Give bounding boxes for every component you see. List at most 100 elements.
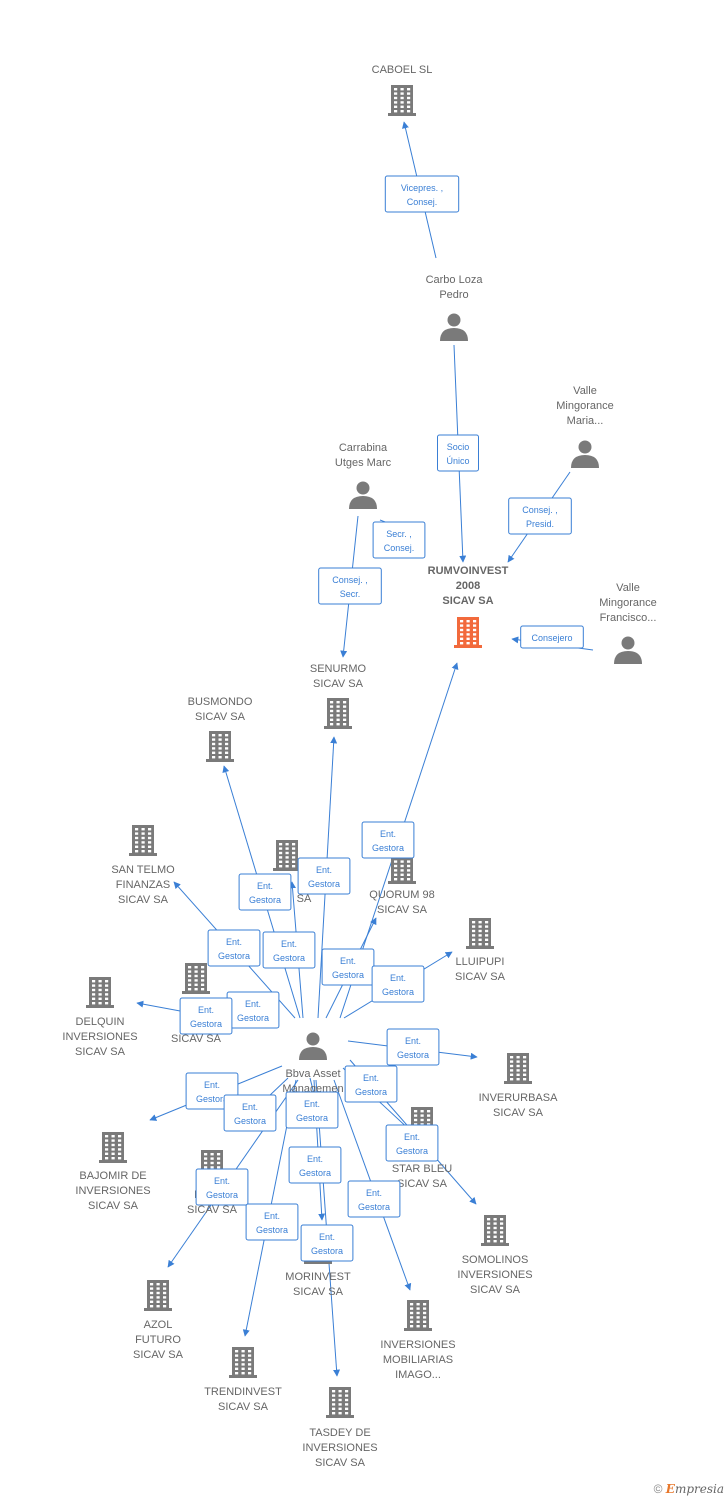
edge-label-bbva-bbva_hidden2[interactable]: Ent.Gestora (285, 1091, 339, 1129)
edge-label-valle_maria-rumvo[interactable]: Consej. ,Presid. (508, 497, 572, 535)
edge-label-bbva-senurmo[interactable]: Ent.Gestora (297, 857, 351, 895)
edge-label-carrabina-senurmo[interactable]: Consej. ,Secr. (318, 567, 382, 605)
edge-label-bbva-azol[interactable]: Ent.Gestora (195, 1168, 249, 1206)
edge-label-bbva-quorum[interactable]: Ent.Gestora (321, 948, 375, 986)
edge-label-bbva-starbleu[interactable]: Ent.Gestora (344, 1065, 398, 1103)
copyright-symbol: © (653, 1482, 663, 1496)
edge-label-bbva-inverurbasa[interactable]: Ent. Gestora (386, 1028, 440, 1066)
node-label: INVERSIONES (75, 1185, 150, 1197)
edge-label-text: Ent. (307, 1154, 323, 1164)
node-label: FUTURO (135, 1334, 181, 1346)
node-label: QUORUM 98 (369, 889, 434, 901)
edge-label-carbo-caboel[interactable]: Vicepres. ,Consej. (384, 175, 460, 213)
edge-label-text: Ent. (257, 881, 273, 891)
edge-label-bbva-rumvo[interactable]: Ent.Gestora (361, 821, 415, 859)
node-label: SICAV SA (455, 971, 506, 983)
building-icon (99, 1132, 127, 1163)
person-icon (614, 636, 642, 664)
building-icon (454, 617, 482, 648)
node-label: SICAV SA (293, 1286, 344, 1298)
edge-label-box (386, 1028, 440, 1066)
edge-label-text: Ent. (405, 1036, 421, 1046)
node-label: SICAV SA (313, 678, 364, 690)
edge-label-bbva-morinvest[interactable]: Ent. Gestora (288, 1146, 342, 1184)
edge-label-box (347, 1180, 401, 1218)
node-caboel[interactable]: CABOEL SL (372, 64, 433, 116)
edge-label-bbva-tasdey[interactable]: Ent.Gestora (300, 1224, 354, 1262)
brand-logo[interactable]: Empresia (665, 1482, 724, 1496)
node-label: DELQUIN (76, 1016, 125, 1028)
edge-label-text: Ent. (214, 1176, 230, 1186)
building-icon (144, 1280, 172, 1311)
node-invmob[interactable]: INVERSIONESMOBILIARIASIMAGO... (380, 1300, 456, 1381)
edge-label-bbva-somolinos[interactable]: Ent.Gestora (385, 1124, 439, 1162)
edge-label-bbva-delquin[interactable]: Ent. Gestora (179, 997, 233, 1035)
edge-label-text: Ent. (245, 999, 261, 1009)
node-label: Maria... (567, 415, 604, 427)
edge-label-text: Ent. (264, 1211, 280, 1221)
building-icon (86, 977, 114, 1008)
edge-label-text: Gestora (311, 1246, 343, 1256)
edge-label-text: Único (446, 456, 469, 466)
edge-label-text: Gestora (299, 1168, 331, 1178)
node-label: SICAV SA (397, 1178, 448, 1190)
edge-label-text: Gestora (190, 1019, 222, 1029)
edge-label-carrabina-rumvo[interactable]: Secr. , Consej. (372, 521, 426, 559)
edge-label-box (262, 931, 316, 969)
node-label: SICAV SA (470, 1284, 521, 1296)
edge-label-text: Ent. (198, 1005, 214, 1015)
node-label: SICAV SA (377, 904, 428, 916)
node-valle_fran[interactable]: ValleMingoranceFrancisco... (599, 582, 657, 664)
edge-label-bbva-trendinvest[interactable]: Ent.Gestora (245, 1203, 299, 1241)
edge-label-bbva-invmob[interactable]: Ent.Gestora (347, 1180, 401, 1218)
edge-label-bbva-hidden_sa[interactable]: Ent.Gestora (262, 931, 316, 969)
edge-label-box (207, 929, 261, 967)
edge-label-bbva-busmondo[interactable]: Ent.Gestora (238, 873, 292, 911)
edge-label-bbva-inve_na[interactable]: Ent.Gestora (226, 991, 280, 1029)
edge-label-text: Gestora (296, 1113, 328, 1123)
node-quorum[interactable]: QUORUM 98 SICAV SA (369, 853, 435, 916)
edge-label-bbva-inve_e[interactable]: Ent.Gestora (223, 1094, 277, 1132)
building-icon (206, 731, 234, 762)
edge-label-box (285, 1091, 339, 1129)
edge-label-text: Ent. (242, 1102, 258, 1112)
node-label: Utges Marc (335, 457, 392, 469)
edge-label-text: Gestora (382, 987, 414, 997)
edge-label-bbva-lluipupi[interactable]: Ent.Gestora (371, 965, 425, 1003)
node-label: SAN TELMO (111, 864, 175, 876)
node-label: SICAV SA (493, 1107, 544, 1119)
node-label: INVERSIONES (62, 1031, 137, 1043)
node-label: MOBILIARIAS (383, 1354, 453, 1366)
edge-label-text: Consej. (384, 543, 415, 553)
node-label: SICAV SA (195, 711, 246, 723)
edge-label-valle_fran-rumvo[interactable]: Consejero (520, 625, 584, 649)
node-valle_maria[interactable]: ValleMingoranceMaria... (556, 385, 614, 468)
edge-label-text: Secr. , (386, 529, 412, 539)
edge-label-text: Gestora (397, 1050, 429, 1060)
edge-label-box (223, 1094, 277, 1132)
node-hidden_sa[interactable]: SA (273, 840, 312, 905)
person-icon (571, 440, 599, 468)
edge-label-text: Ent. (281, 939, 297, 949)
edge-label-box (318, 567, 382, 605)
edge-label-bbva-santelmo[interactable]: Ent.Gestora (207, 929, 261, 967)
edge-label-text: Vicepres. , (401, 183, 443, 193)
node-label: SICAV SA (187, 1204, 238, 1216)
node-label: TRENDINVEST (204, 1386, 282, 1398)
